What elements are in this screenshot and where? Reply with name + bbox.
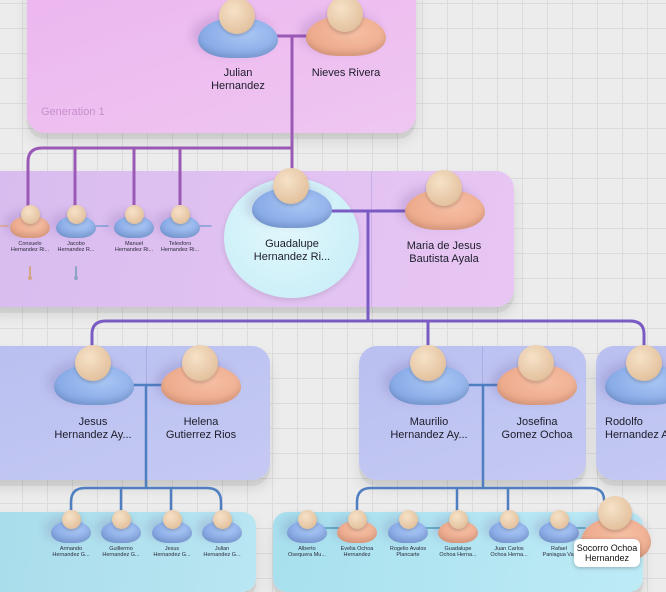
head-icon [626, 345, 662, 381]
couple-divider [371, 171, 372, 307]
male-avatar-icon [56, 216, 96, 238]
male-avatar-icon [539, 521, 579, 543]
male-avatar-icon [114, 216, 154, 238]
head-icon [62, 510, 81, 529]
person-name: Nieves Rivera [311, 67, 381, 79]
head-icon [518, 345, 554, 381]
head-icon [163, 510, 182, 529]
male-avatar-icon [152, 521, 192, 543]
head-icon [426, 170, 462, 206]
female-avatar-icon [337, 521, 377, 543]
sibling-bar [69, 486, 223, 517]
male-avatar-icon [160, 216, 200, 238]
expand-descendants-handle[interactable] [74, 266, 78, 280]
head-icon [125, 205, 144, 224]
head-icon [550, 510, 569, 529]
male-avatar-icon [287, 521, 327, 543]
head-icon [213, 510, 232, 529]
couple-divider [146, 346, 147, 480]
sibling-bar [355, 486, 606, 517]
head-icon [598, 496, 632, 530]
head-icon [273, 168, 309, 204]
head-icon [182, 345, 218, 381]
head-icon [112, 510, 131, 529]
head-icon [449, 510, 468, 529]
head-icon [410, 345, 446, 381]
head-icon [219, 0, 255, 34]
head-icon [21, 205, 40, 224]
female-avatar-icon [10, 216, 50, 238]
male-avatar-icon [51, 521, 91, 543]
head-icon [75, 345, 111, 381]
head-icon [298, 510, 317, 529]
head-icon [348, 510, 367, 529]
male-avatar-icon [101, 521, 141, 543]
female-avatar-icon [438, 521, 478, 543]
head-icon [500, 510, 519, 529]
generation-1-label: Generation 1 [41, 106, 105, 118]
family-panel-jesus-helena [0, 346, 270, 480]
male-avatar-icon [489, 521, 529, 543]
head-icon [327, 0, 363, 32]
male-avatar-icon [388, 521, 428, 543]
couple-divider [482, 346, 483, 480]
head-icon [67, 205, 86, 224]
head-icon [399, 510, 418, 529]
male-avatar-icon [202, 521, 242, 543]
expand-descendants-handle[interactable] [28, 266, 32, 280]
head-icon [171, 205, 190, 224]
